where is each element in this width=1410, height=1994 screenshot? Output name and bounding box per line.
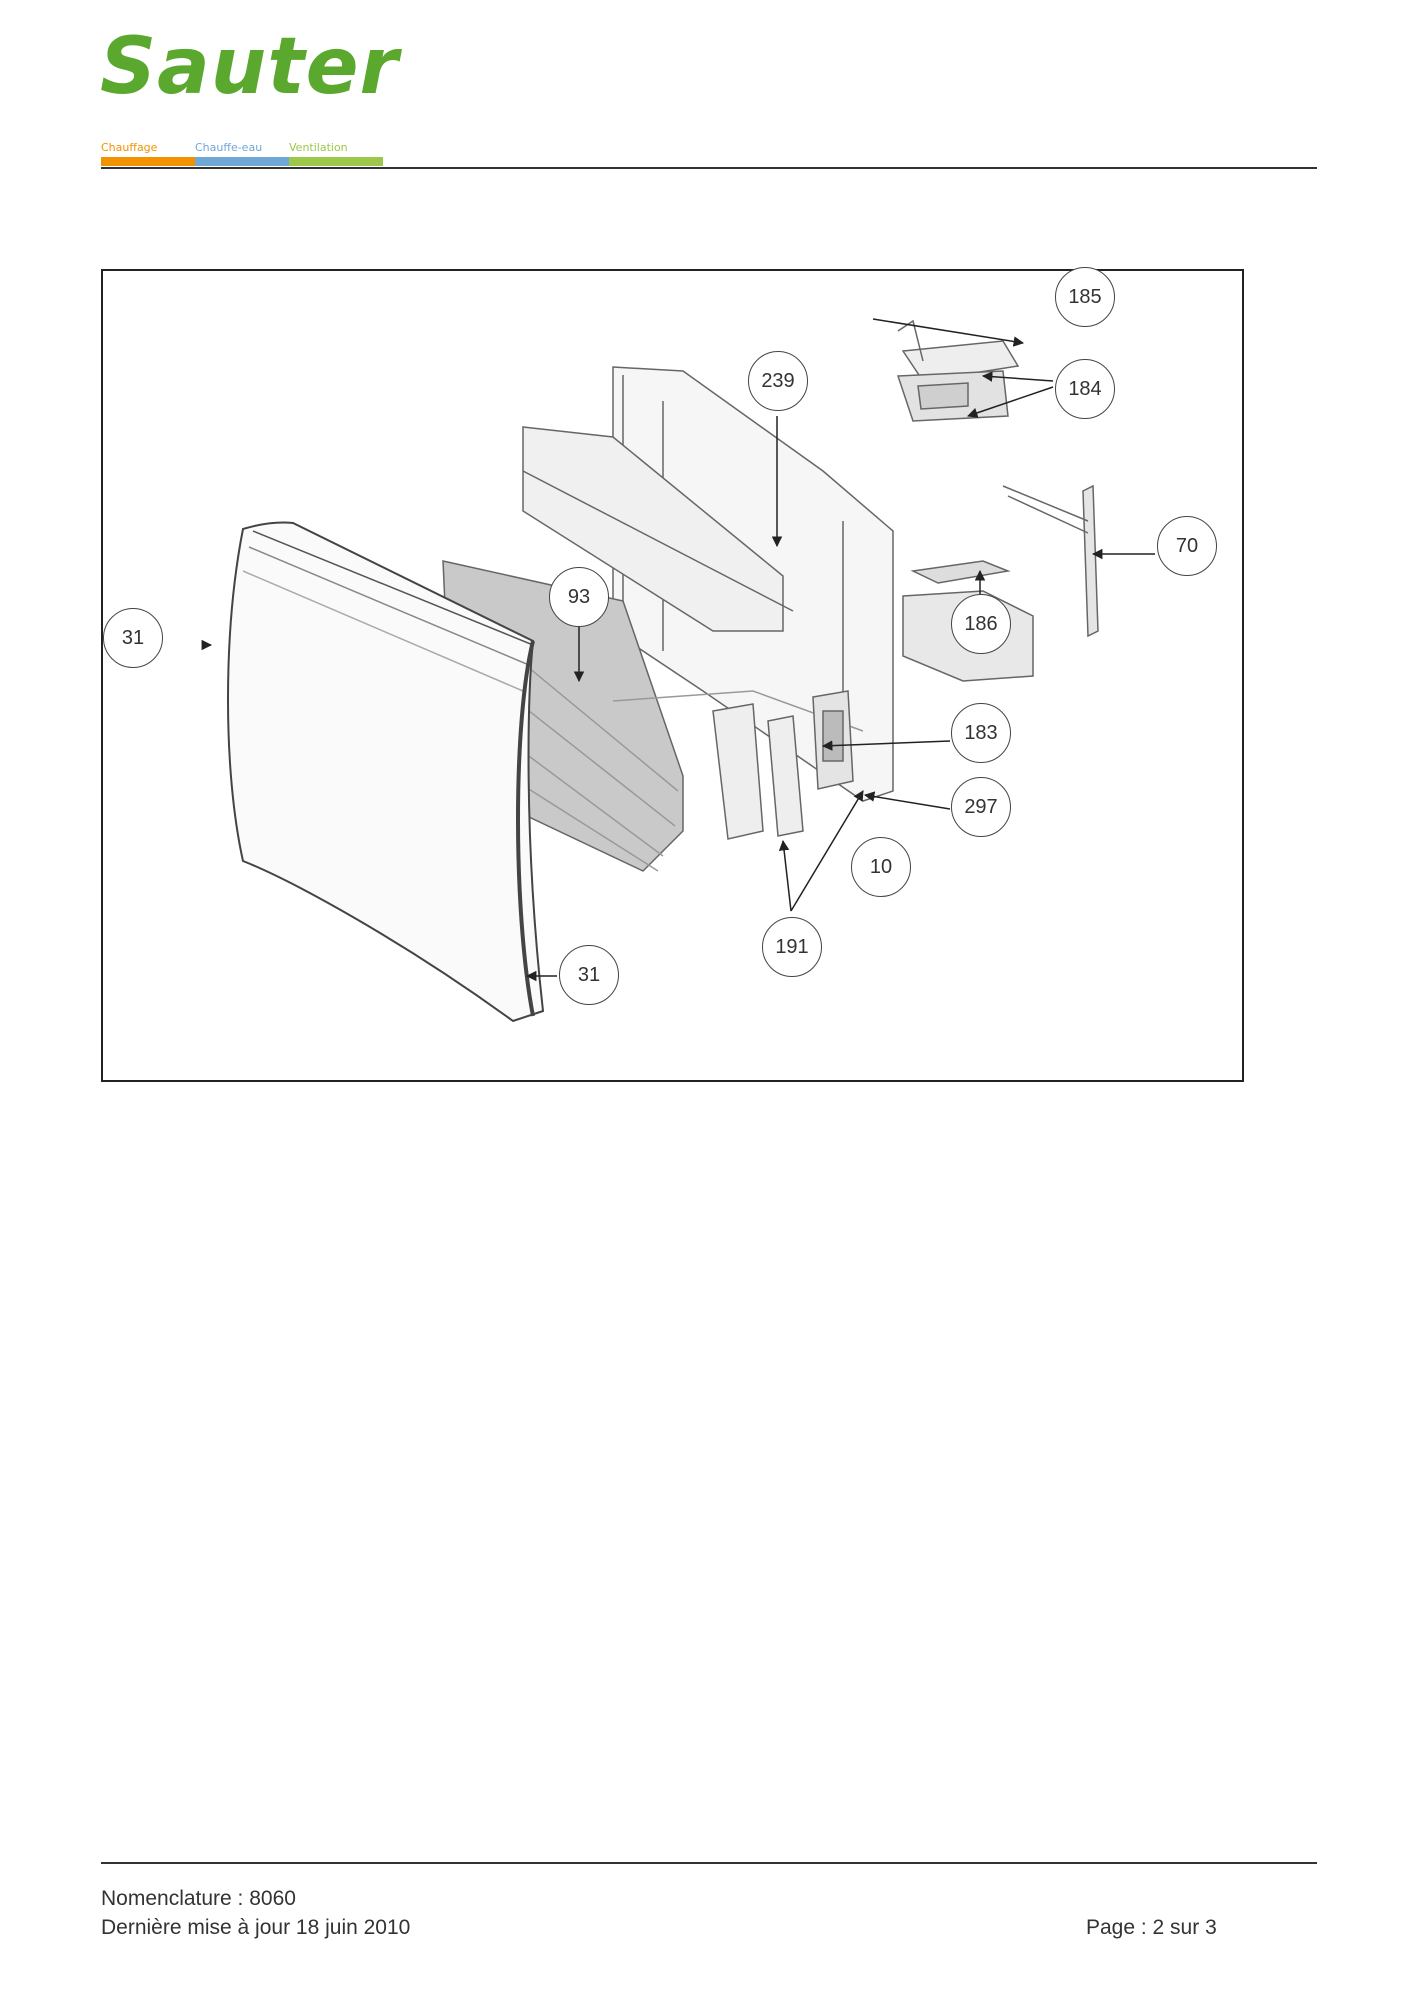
exploded-view-diagram: 185 239 184 70 93 31 186 183 297 10 191 …: [101, 267, 1244, 1082]
callout-297: 297: [951, 777, 1011, 837]
category-bar: [101, 157, 195, 166]
category-label: Chauffage: [101, 141, 158, 154]
exploded-view-drawing: [201, 318, 1155, 1023]
callout-10: 10: [851, 837, 911, 897]
mounting-bracket: [1002, 484, 1099, 638]
category-chauffage: Chauffage: [101, 141, 195, 167]
callout-191: 191: [762, 917, 822, 977]
category-chauffe-eau: Chauffe-eau: [195, 141, 289, 167]
sauter-logo: Sauter: [100, 22, 399, 112]
category-bar: [289, 157, 383, 166]
page-number: Page : 2 sur 3: [1086, 1916, 1217, 1939]
callout-31-left: 31: [103, 608, 163, 668]
header-divider: [101, 167, 1317, 169]
footer-divider: [101, 1862, 1317, 1864]
category-bar: [195, 157, 289, 166]
category-ventilation: Ventilation: [289, 141, 383, 167]
callout-185: 185: [1055, 267, 1115, 327]
category-label: Ventilation: [289, 141, 348, 154]
category-label: Chauffe-eau: [195, 141, 263, 154]
callout-70: 70: [1157, 516, 1217, 576]
callout-183: 183: [951, 703, 1011, 763]
nomenclature-label: Nomenclature : 8060: [101, 1887, 296, 1910]
last-update-label: Dernière mise à jour 18 juin 2010: [101, 1916, 411, 1939]
callout-31-bottom: 31: [559, 945, 619, 1005]
front-curved-panel: [227, 521, 545, 1023]
callout-184: 184: [1055, 359, 1115, 419]
callout-186: 186: [951, 594, 1011, 654]
callout-93: 93: [549, 567, 609, 627]
category-strip: Chauffage Chauffe-eau Ventilation: [101, 141, 383, 167]
callout-239: 239: [748, 351, 808, 411]
deflector-plate: [522, 426, 794, 632]
